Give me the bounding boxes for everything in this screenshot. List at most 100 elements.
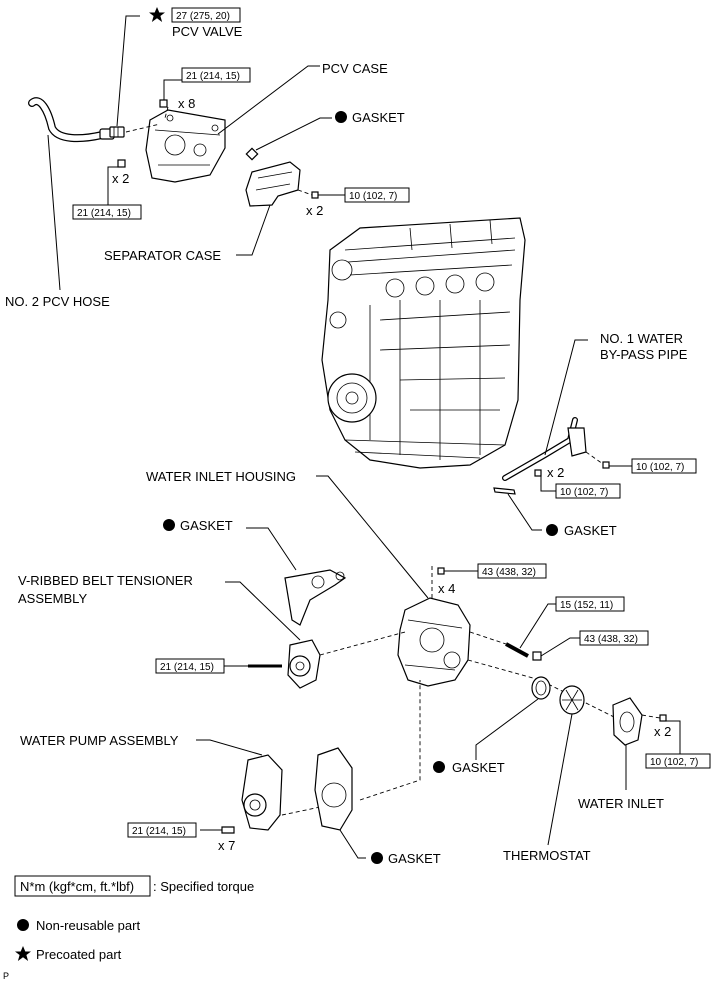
multiplier-water-pump: x 7	[218, 838, 235, 853]
bolt-water-inlet	[659, 714, 667, 722]
non-reusable-marker-gasket-pump	[371, 852, 383, 864]
gasket-tensioner	[284, 569, 347, 626]
non-reusable-marker-gasket-pcv	[335, 111, 347, 123]
leader-no2-pcv-hose	[47, 134, 61, 291]
bolt-bypass-right	[602, 461, 610, 469]
separator-case	[245, 161, 301, 207]
torque-water-pump: 21 (214, 15)	[132, 826, 186, 837]
torque-box-bypass-lower	[555, 483, 621, 499]
torque-box-tensioner	[155, 658, 225, 674]
label-no2-pcv-hose: NO. 2 PCV HOSE	[5, 294, 110, 309]
label-tensioner-line2: ASSEMBLY	[18, 591, 87, 606]
legend-torque-units: N*m (kgf*cm, ft.*lbf)	[20, 879, 134, 894]
torque-separator: 10 (102, 7)	[349, 191, 397, 202]
leader-pcv-valve	[116, 15, 140, 127]
dash-housing-inlet	[467, 659, 621, 721]
label-gasket-bypass: GASKET	[564, 523, 617, 538]
pcv-valve	[109, 126, 125, 138]
torque-water-inlet: 10 (102, 7)	[650, 757, 698, 768]
bolt-housing-top	[437, 567, 445, 575]
leader-gasket-tensioner	[246, 527, 297, 571]
legend-precoated: Precoated part	[36, 947, 122, 962]
multiplier-separator: x 2	[306, 203, 323, 218]
torque-pcv-valve: 27 (275, 20)	[176, 11, 230, 22]
gasket-pump	[314, 747, 353, 831]
dash-pcv-case-top	[164, 106, 169, 119]
bolt-water-pump	[221, 826, 235, 834]
dash-pump-housing	[359, 680, 421, 801]
dash-pump-gasket	[281, 804, 331, 816]
bolt-bypass-lower	[534, 469, 542, 477]
filled-circle-icon	[17, 919, 29, 931]
leader-water-pump	[196, 739, 263, 756]
leader-gasket-bypass	[507, 493, 542, 531]
leader-water-inlet-housing	[316, 475, 429, 599]
multiplier-pcv-case-top: x 8	[178, 96, 195, 111]
torque-box-water-inlet	[645, 753, 711, 769]
label-water-pump: WATER PUMP ASSEMBLY	[20, 733, 179, 748]
torque-box-stud	[555, 596, 625, 612]
leader-tensioner	[225, 581, 301, 641]
dash-stud	[469, 631, 507, 645]
leader-gasket-thermostat	[475, 698, 539, 760]
leader-bypass-pipe	[544, 339, 588, 456]
no1-water-bypass-pipe	[502, 417, 587, 481]
bolt-separator	[311, 191, 319, 199]
bolt-pcv-case-top	[159, 99, 168, 108]
legend-torque-box	[14, 875, 151, 897]
leader-torque-pcv-case-top	[163, 79, 182, 100]
label-water-inlet: WATER INLET	[578, 796, 664, 811]
torque-box-housing-top	[477, 563, 547, 579]
multiplier-pcv-case-left: x 2	[112, 171, 129, 186]
multiplier-bypass: x 2	[547, 465, 564, 480]
dash-separator	[297, 189, 313, 196]
label-bypass-line1: NO. 1 WATER	[600, 331, 683, 346]
non-reusable-marker-gasket-tensioner	[163, 519, 175, 531]
legend: N*m (kgf*cm, ft.*lbf) : Specified torque…	[14, 875, 254, 962]
stud	[505, 642, 529, 658]
label-separator-case: SEPARATOR CASE	[104, 248, 221, 263]
gasket-bypass	[493, 487, 516, 495]
no2-pcv-hose	[28, 97, 115, 143]
torque-housing-top: 43 (438, 32)	[482, 567, 536, 578]
label-pcv-case: PCV CASE	[322, 61, 388, 76]
torque-tensioner: 21 (214, 15)	[160, 662, 214, 673]
water-pump-assembly	[241, 754, 283, 831]
torque-nut: 43 (438, 32)	[584, 634, 638, 645]
dash-water-inlet	[641, 714, 661, 719]
v-ribbed-belt-tensioner	[287, 639, 321, 689]
torque-box-pcv-case-left	[72, 204, 142, 220]
leader-separator-case	[236, 204, 271, 256]
torque-bypass-right: 10 (102, 7)	[636, 462, 684, 473]
non-reusable-marker-gasket-thermostat	[433, 761, 445, 773]
torque-box-separator	[344, 187, 410, 203]
leader-gasket-pcv	[255, 117, 332, 151]
torque-box-bypass-right	[631, 458, 697, 474]
torque-pcv-case-left: 21 (214, 15)	[77, 208, 131, 219]
engine-illustration	[321, 217, 526, 469]
bolt-pcv-case-left	[117, 159, 126, 168]
nut-housing	[532, 651, 542, 661]
label-bypass-line2: BY-PASS PIPE	[600, 347, 688, 362]
leader-torque-stud	[519, 603, 556, 649]
leader-torque-nut	[540, 637, 580, 657]
label-gasket-pcv: GASKET	[352, 110, 405, 125]
precoated-marker-pcv-valve	[149, 7, 165, 22]
label-gasket-pump: GASKET	[388, 851, 441, 866]
label-tensioner-line1: V-RIBBED BELT TENSIONER	[18, 573, 193, 588]
leader-torque-water-inlet	[666, 720, 681, 754]
multiplier-water-inlet: x 2	[654, 724, 671, 739]
non-reusable-marker-gasket-bypass	[546, 524, 558, 536]
leader-torque-pcv-case-left	[107, 166, 121, 205]
label-water-inlet-housing: WATER INLET HOUSING	[146, 469, 296, 484]
torque-box-pcv-valve	[171, 7, 241, 23]
leader-torque-bypass-lower	[540, 476, 556, 492]
torque-box-water-pump	[127, 822, 197, 838]
gasket-thermostat-inner	[535, 680, 547, 696]
water-inlet	[612, 697, 643, 746]
torque-box-nut	[579, 630, 649, 646]
corner-mark: P	[3, 971, 9, 981]
torque-bypass-lower: 10 (102, 7)	[560, 487, 608, 498]
